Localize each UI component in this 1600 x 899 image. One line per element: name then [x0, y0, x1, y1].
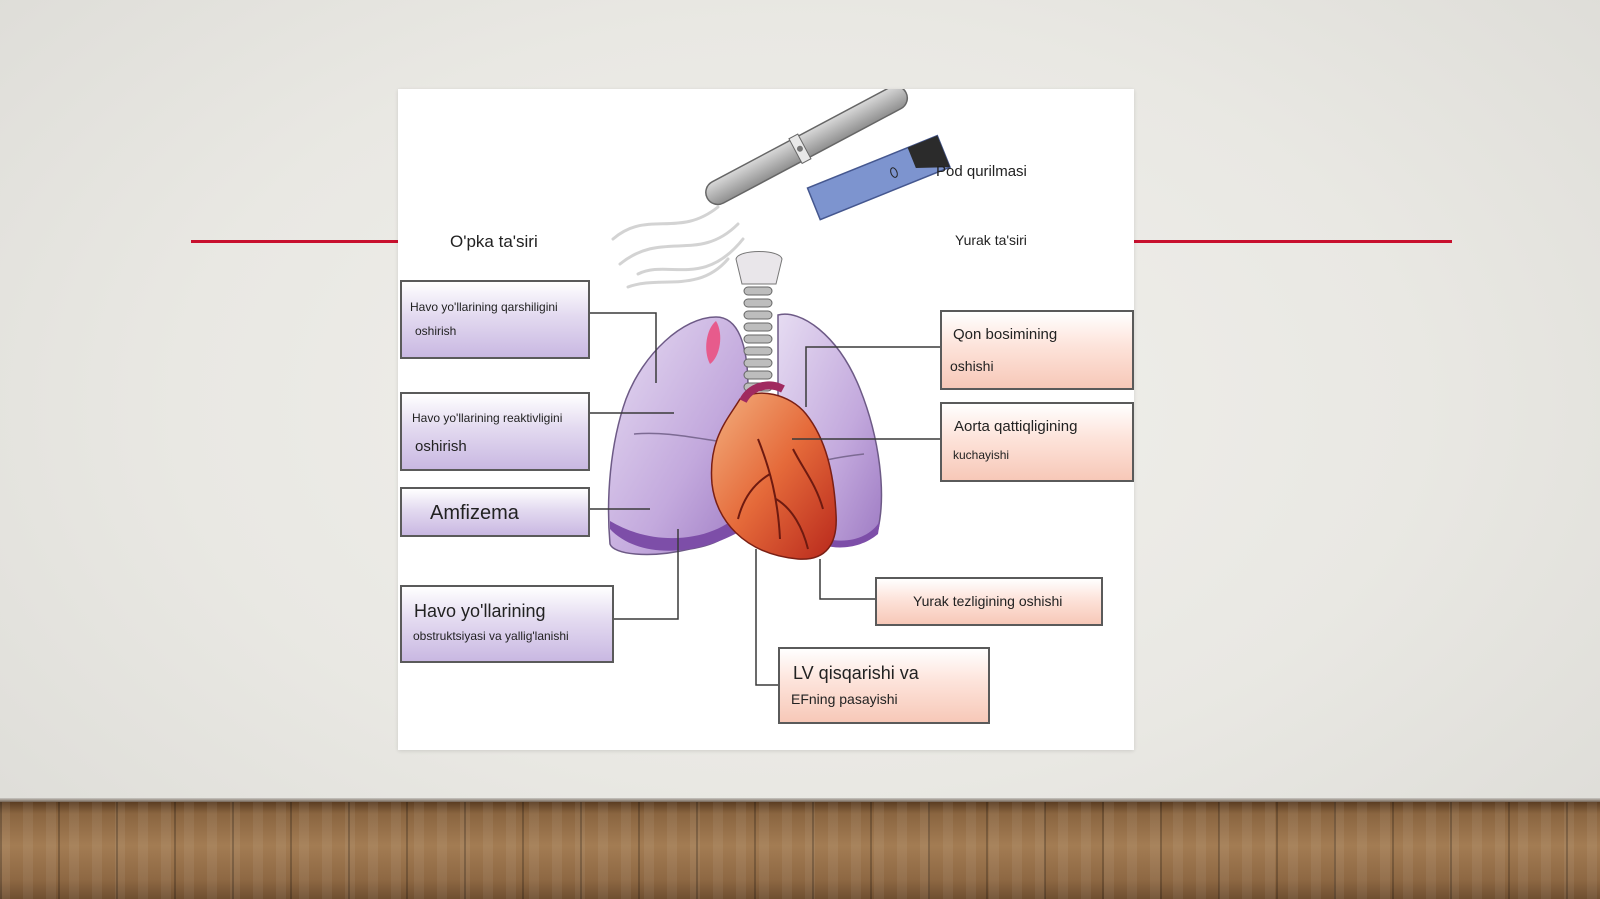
heart-effect-line: Qon bosimining [953, 326, 1058, 343]
heart-effect-blood-pressure: Qon bosimining oshishi [940, 310, 1134, 390]
lung-effect-line: obstruktsiyasi va yallig'lanishi [413, 629, 569, 643]
heart-effect-line: kuchayishi [953, 448, 1010, 462]
lung-effect-line: oshirish [415, 438, 467, 455]
device-label: Pod qurilmasi [936, 163, 1027, 180]
heart-effect-heart-rate: Yurak tezligining oshishi [875, 577, 1103, 626]
heart-effect-line: oshishi [950, 358, 994, 374]
lung-effect-line: Havo yo'llarining [414, 601, 546, 621]
title-rule-left [191, 240, 400, 243]
lung-effect-line: Havo yo'llarining qarshiligini [410, 300, 558, 314]
lung-effect-emphysema: Amfizema [400, 487, 590, 537]
diagram-image: Pod qurilmasi O'pka ta'siri Yurak ta'sir… [398, 89, 1134, 750]
lung-effect-line: Havo yo'llarining reaktivligini [412, 411, 563, 425]
lung-effect-airway-obstruction: Havo yo'llarining obstruktsiyasi va yall… [400, 585, 614, 663]
floor-edge [0, 798, 1600, 804]
trachea-icon [735, 251, 783, 392]
diagram-artwork [588, 89, 952, 686]
heart-section-title: Yurak ta'siri [955, 232, 1027, 248]
lung-effect-line: Amfizema [430, 502, 519, 524]
lung-effect-airway-reactivity: Havo yo'llarining reaktivligini oshirish [400, 392, 590, 471]
heart-effect-aortic-stiffness: Aorta qattiqligining kuchayishi [940, 402, 1134, 482]
heart-icon [710, 381, 837, 560]
heart-effect-line: LV qisqarishi va [793, 663, 919, 683]
heart-effect-lv-contraction: LV qisqarishi va EFning pasayishi [778, 647, 990, 724]
wood-floor [0, 802, 1600, 899]
heart-effect-line: EFning pasayishi [791, 691, 898, 707]
heart-effect-line: Aorta qattiqligining [954, 418, 1078, 435]
lung-effect-airway-resistance: Havo yo'llarining qarshiligini oshirish [400, 280, 590, 359]
vape-device-icon [705, 89, 952, 221]
connector-lines [588, 312, 944, 686]
lung-section-title: O'pka ta'siri [450, 232, 538, 251]
smoke-icon [611, 205, 745, 289]
heart-effect-line: Yurak tezligining oshishi [913, 593, 1063, 609]
title-rule-right [1134, 240, 1452, 243]
lung-effect-line: oshirish [415, 324, 457, 338]
